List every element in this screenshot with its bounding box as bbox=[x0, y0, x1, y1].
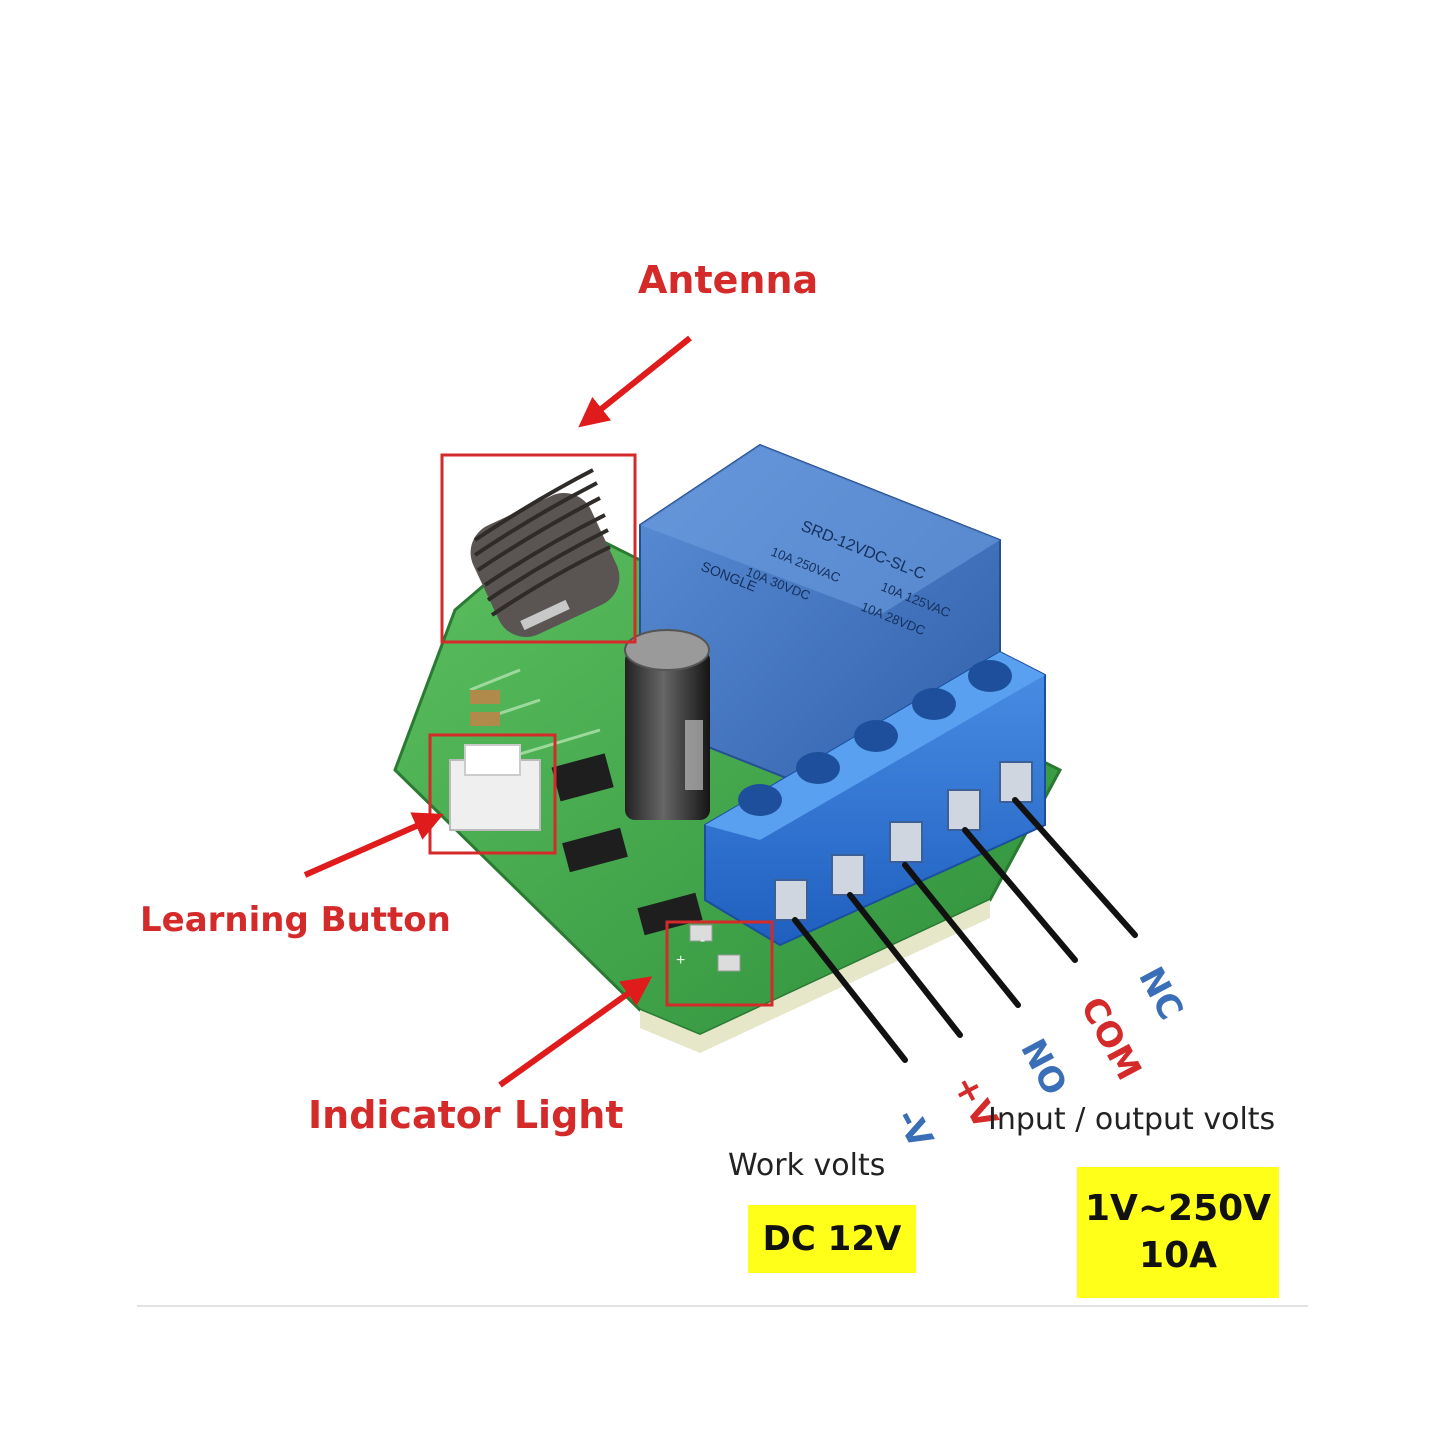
work-volts-value: DC 12V bbox=[748, 1205, 916, 1273]
capacitor bbox=[624, 629, 710, 820]
io-volts-value-box: 1V~250V 10A bbox=[1077, 1167, 1279, 1298]
wires bbox=[792, 797, 1138, 1063]
io-current-value: 10A bbox=[1139, 1234, 1217, 1276]
pcb-board bbox=[393, 518, 1063, 1053]
io-volts-label: Input / output volts bbox=[988, 1102, 1276, 1137]
work-volts-label: Work volts bbox=[728, 1148, 886, 1183]
pcb-plus-label: + bbox=[676, 952, 685, 969]
indicator-light-arrow bbox=[498, 976, 653, 1088]
io-voltage-value: 1V~250V bbox=[1084, 1187, 1272, 1229]
indicator-light-highlight-box bbox=[665, 920, 774, 1007]
learning-button-highlight-box bbox=[428, 733, 557, 855]
antenna-highlight-box bbox=[440, 453, 637, 644]
learning-button-label: Learning Button bbox=[140, 900, 451, 940]
antenna-coil bbox=[470, 468, 620, 637]
indicator-led: + - bbox=[676, 924, 741, 972]
antenna-arrow bbox=[578, 335, 692, 428]
terminal-block bbox=[704, 650, 1046, 947]
learning-button-arrow bbox=[303, 812, 444, 878]
pcb-minus-label: - bbox=[700, 932, 705, 949]
learning-button-part bbox=[449, 744, 541, 831]
indicator-light-label: Indicator Light bbox=[308, 1093, 624, 1137]
antenna-label: Antenna bbox=[638, 258, 819, 302]
